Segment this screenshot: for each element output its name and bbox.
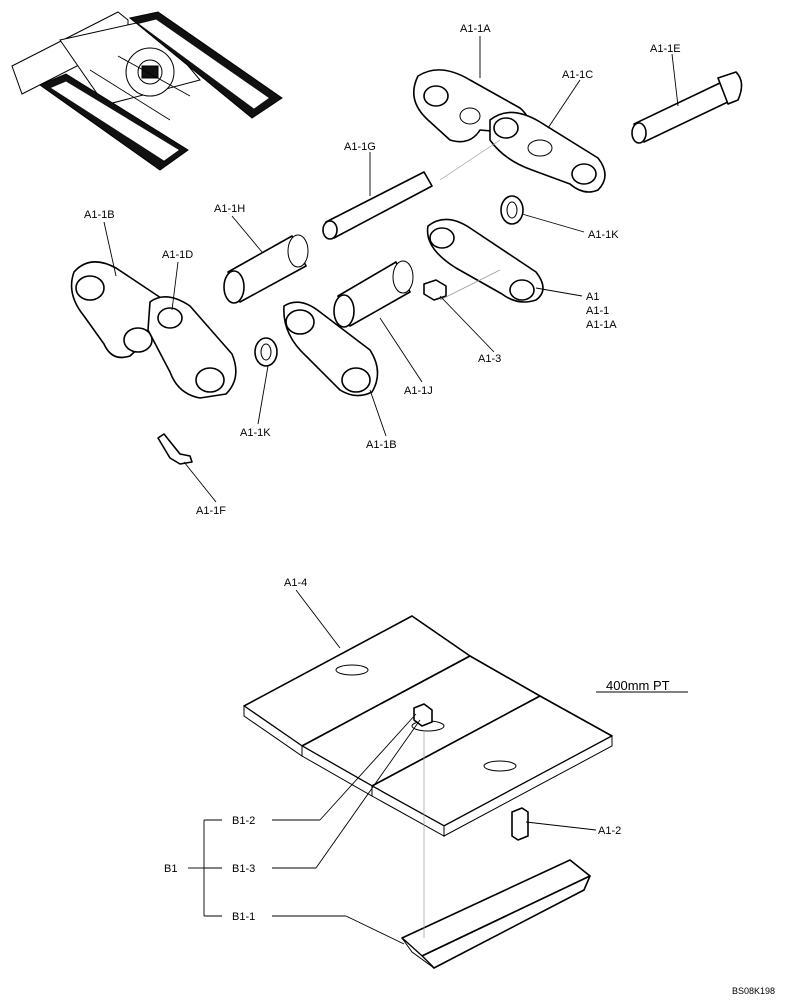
excavator-undercarriage-thumbnail xyxy=(11,11,283,171)
label-a1-1a-stack: A1-1A xyxy=(586,319,617,331)
label-a1-1: A1-1 xyxy=(586,305,609,317)
track-link-a1 xyxy=(426,218,544,303)
label-a1-1a: A1-1A xyxy=(460,23,491,35)
label-a1-4: A1-4 xyxy=(284,577,307,589)
shoe-bolt-a1-2 xyxy=(511,807,529,841)
track-link-a1-1c xyxy=(489,111,606,193)
pin-a1-1g xyxy=(322,171,433,240)
label-b1: B1 xyxy=(164,863,177,875)
label-b1-2: B1-2 xyxy=(232,815,255,827)
label-a1-2: A1-2 xyxy=(598,825,621,837)
track-link-a1-1b-left xyxy=(70,261,170,359)
bushing-a1-1j xyxy=(333,260,414,328)
track-pin-a1-1e xyxy=(631,71,743,144)
label-a1-1b-left: A1-1B xyxy=(84,209,115,221)
seal-a1-1k-left xyxy=(254,337,278,367)
label-a1-1k-left: A1-1K xyxy=(240,427,271,439)
label-a1-1f: A1-1F xyxy=(196,505,226,517)
label-a1-3: A1-3 xyxy=(478,353,501,365)
label-b1-1: B1-1 xyxy=(232,911,255,923)
label-a1: A1 xyxy=(586,291,599,303)
nut-a1-3 xyxy=(423,279,447,301)
track-link-a1-1b-mid xyxy=(283,301,379,397)
leader-lines xyxy=(103,36,688,945)
label-shoe-spec: 400mm PT xyxy=(606,678,670,693)
label-a1-1j: A1-1J xyxy=(404,385,433,397)
figure-code: BS08K198 xyxy=(732,986,775,996)
label-a1-1b-mid: A1-1B xyxy=(366,439,397,451)
rubber-pad-b1-1 xyxy=(401,859,591,969)
shoe-nut-b1 xyxy=(413,703,433,727)
label-a1-1d: A1-1D xyxy=(162,249,193,261)
label-a1-1e: A1-1E xyxy=(650,43,681,55)
label-a1-1k-right: A1-1K xyxy=(588,229,619,241)
bushing-a1-1h xyxy=(223,234,309,304)
track-shoe-a1-4 xyxy=(243,615,613,837)
seal-a1-1k-right xyxy=(500,195,524,225)
spring-pin-a1-1f xyxy=(157,433,193,465)
label-a1-1g: A1-1G xyxy=(344,141,376,153)
track-link-a1-1d xyxy=(147,296,237,399)
label-a1-1c: A1-1C xyxy=(562,69,593,81)
label-b1-3: B1-3 xyxy=(232,863,255,875)
label-a1-1h: A1-1H xyxy=(214,203,245,215)
